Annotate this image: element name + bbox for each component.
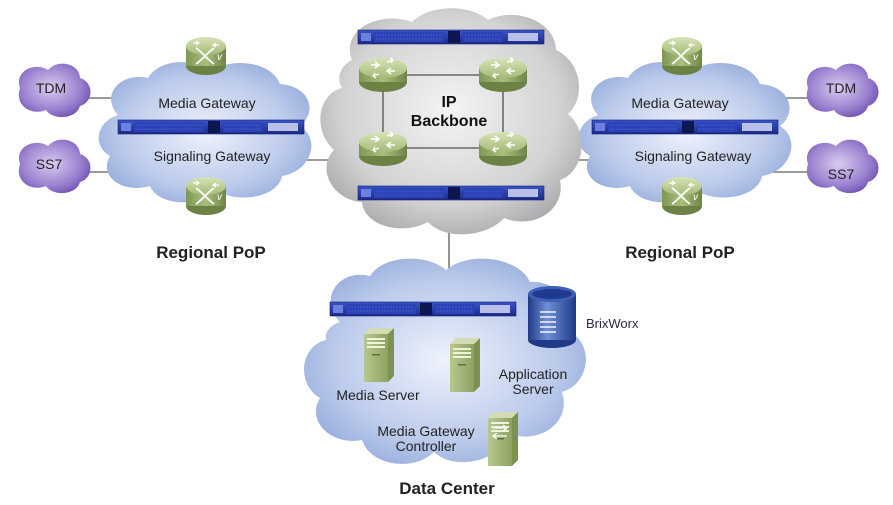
application-server-label-line2: Server bbox=[512, 381, 554, 397]
left-regional-pop: Media Gateway Signaling Gateway Regional… bbox=[18, 36, 312, 262]
media-server-icon bbox=[364, 328, 394, 382]
left-media-gateway-icon bbox=[185, 36, 227, 76]
left-ss7-label: SS7 bbox=[36, 156, 63, 172]
left-tdm-label: TDM bbox=[36, 80, 66, 96]
left-regional-pop-title: Regional PoP bbox=[156, 243, 266, 262]
brixworx-label: BrixWorx bbox=[586, 316, 639, 331]
backbone-router-ne-icon bbox=[478, 57, 528, 93]
backbone-label-ip: IP bbox=[441, 94, 456, 111]
left-tdm-cloud bbox=[18, 63, 91, 118]
mgc-label-line1: Media Gateway bbox=[377, 423, 474, 439]
application-server-icon bbox=[450, 338, 480, 392]
left-ss7-cloud bbox=[18, 139, 91, 194]
right-signaling-switch-icon bbox=[661, 176, 703, 216]
left-media-gateway-label: Media Gateway bbox=[158, 95, 255, 111]
left-gateway-rack-icon bbox=[117, 119, 305, 135]
right-tdm-cloud bbox=[806, 63, 879, 118]
data-center-rack-icon bbox=[329, 301, 517, 317]
right-ss7-cloud bbox=[806, 139, 879, 194]
right-signaling-gateway-label: Signaling Gateway bbox=[635, 148, 752, 164]
application-server-label-line1: Application bbox=[499, 366, 568, 382]
data-center-title: Data Center bbox=[399, 479, 495, 498]
media-server-label: Media Server bbox=[336, 387, 420, 403]
mgc-label-line2: Controller bbox=[396, 438, 457, 454]
backbone-router-sw-icon bbox=[358, 131, 408, 167]
media-gateway-controller-icon bbox=[488, 412, 518, 466]
backbone-top-rack-icon bbox=[357, 29, 545, 45]
left-signaling-gateway-label: Signaling Gateway bbox=[154, 148, 271, 164]
right-regional-pop: Media Gateway Signaling Gateway Regional… bbox=[578, 36, 879, 262]
data-center: BrixWorx Media Server Application Server… bbox=[304, 258, 639, 498]
right-ss7-label: SS7 bbox=[828, 166, 855, 182]
right-media-gateway-icon bbox=[661, 36, 703, 76]
ip-backbone: IP Backbone bbox=[320, 8, 582, 235]
right-regional-pop-title: Regional PoP bbox=[625, 243, 735, 262]
right-media-gateway-label: Media Gateway bbox=[631, 95, 728, 111]
backbone-bottom-rack-icon bbox=[357, 185, 545, 201]
database-icon bbox=[528, 286, 576, 348]
backbone-router-nw-icon bbox=[358, 57, 408, 93]
right-tdm-label: TDM bbox=[826, 80, 856, 96]
backbone-router-se-icon bbox=[478, 131, 528, 167]
backbone-label-backbone: Backbone bbox=[411, 113, 488, 130]
left-signaling-switch-icon bbox=[185, 176, 227, 216]
right-gateway-rack-icon bbox=[591, 119, 779, 135]
